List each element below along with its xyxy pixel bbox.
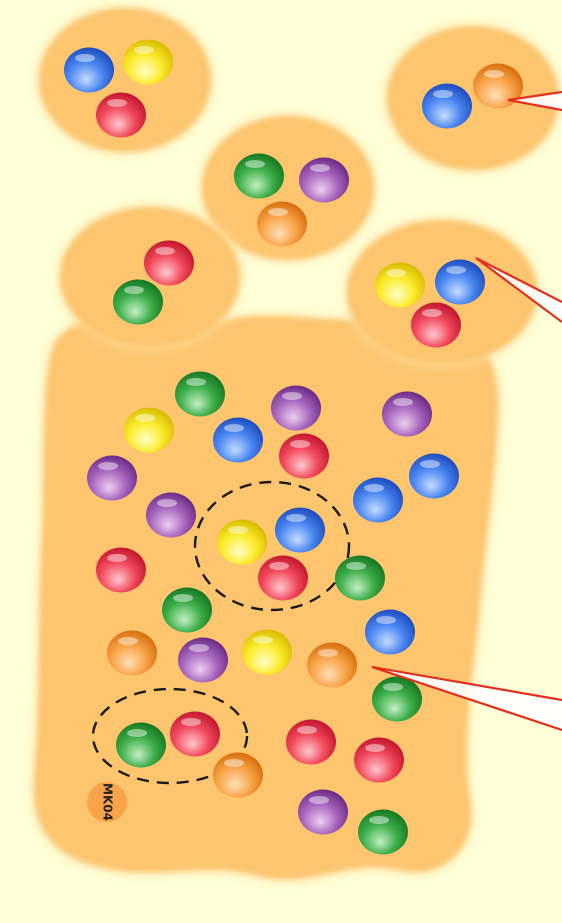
mass-ball-blue bbox=[213, 418, 263, 463]
mass-ball-purple bbox=[146, 493, 196, 538]
mass-ball-green bbox=[162, 588, 212, 633]
mass-ball-orange bbox=[307, 643, 357, 688]
mass-ball-purple bbox=[178, 638, 228, 683]
mass-ball-orange bbox=[107, 631, 157, 676]
mass-ball-red bbox=[286, 720, 336, 765]
group-middle-left-ball-red bbox=[144, 241, 194, 286]
circled-ball-blue bbox=[275, 508, 325, 553]
mass-ball-purple bbox=[271, 386, 321, 431]
mass-ball-green bbox=[372, 677, 422, 722]
circled-ball-yellow bbox=[217, 520, 267, 565]
group-top-left-ball-blue bbox=[64, 48, 114, 93]
group-top-center-ball-orange bbox=[257, 202, 307, 247]
mass-ball-blue bbox=[409, 454, 459, 499]
mass-ball-green bbox=[335, 556, 385, 601]
group-top-center-ball-purple bbox=[299, 158, 349, 203]
group-top-center-ball-green bbox=[234, 154, 284, 199]
mass-ball-green bbox=[175, 372, 225, 417]
group-middle-right-ball-blue bbox=[435, 260, 485, 305]
mass-ball-yellow bbox=[124, 408, 174, 453]
mass-ball-red bbox=[354, 738, 404, 783]
mass-ball-red bbox=[96, 548, 146, 593]
group-middle-left-ball-green bbox=[113, 280, 163, 325]
group-middle-right-ball-yellow bbox=[375, 263, 425, 308]
mass-ball-blue bbox=[365, 610, 415, 655]
group-middle-right-ball-red bbox=[411, 303, 461, 348]
group-top-right-ball-blue bbox=[422, 84, 472, 129]
group-top-left-ball-yellow bbox=[123, 40, 173, 85]
mass-ball-purple bbox=[382, 392, 432, 437]
mass-ball-purple bbox=[298, 790, 348, 835]
circled-ball-green bbox=[116, 723, 166, 768]
mass-ball-blue bbox=[353, 478, 403, 523]
stamp-text: MK04 bbox=[101, 783, 115, 821]
mass-ball-purple bbox=[87, 456, 137, 501]
stamp-badge: MK04 bbox=[87, 782, 127, 822]
group-top-left-ball-red bbox=[96, 93, 146, 138]
mass-ball-green bbox=[358, 810, 408, 855]
circled-ball-red bbox=[258, 556, 308, 601]
mass-ball-yellow bbox=[242, 630, 292, 675]
circled-ball-red bbox=[170, 712, 220, 757]
mass-ball-orange bbox=[213, 753, 263, 798]
mass-ball-red bbox=[279, 434, 329, 479]
